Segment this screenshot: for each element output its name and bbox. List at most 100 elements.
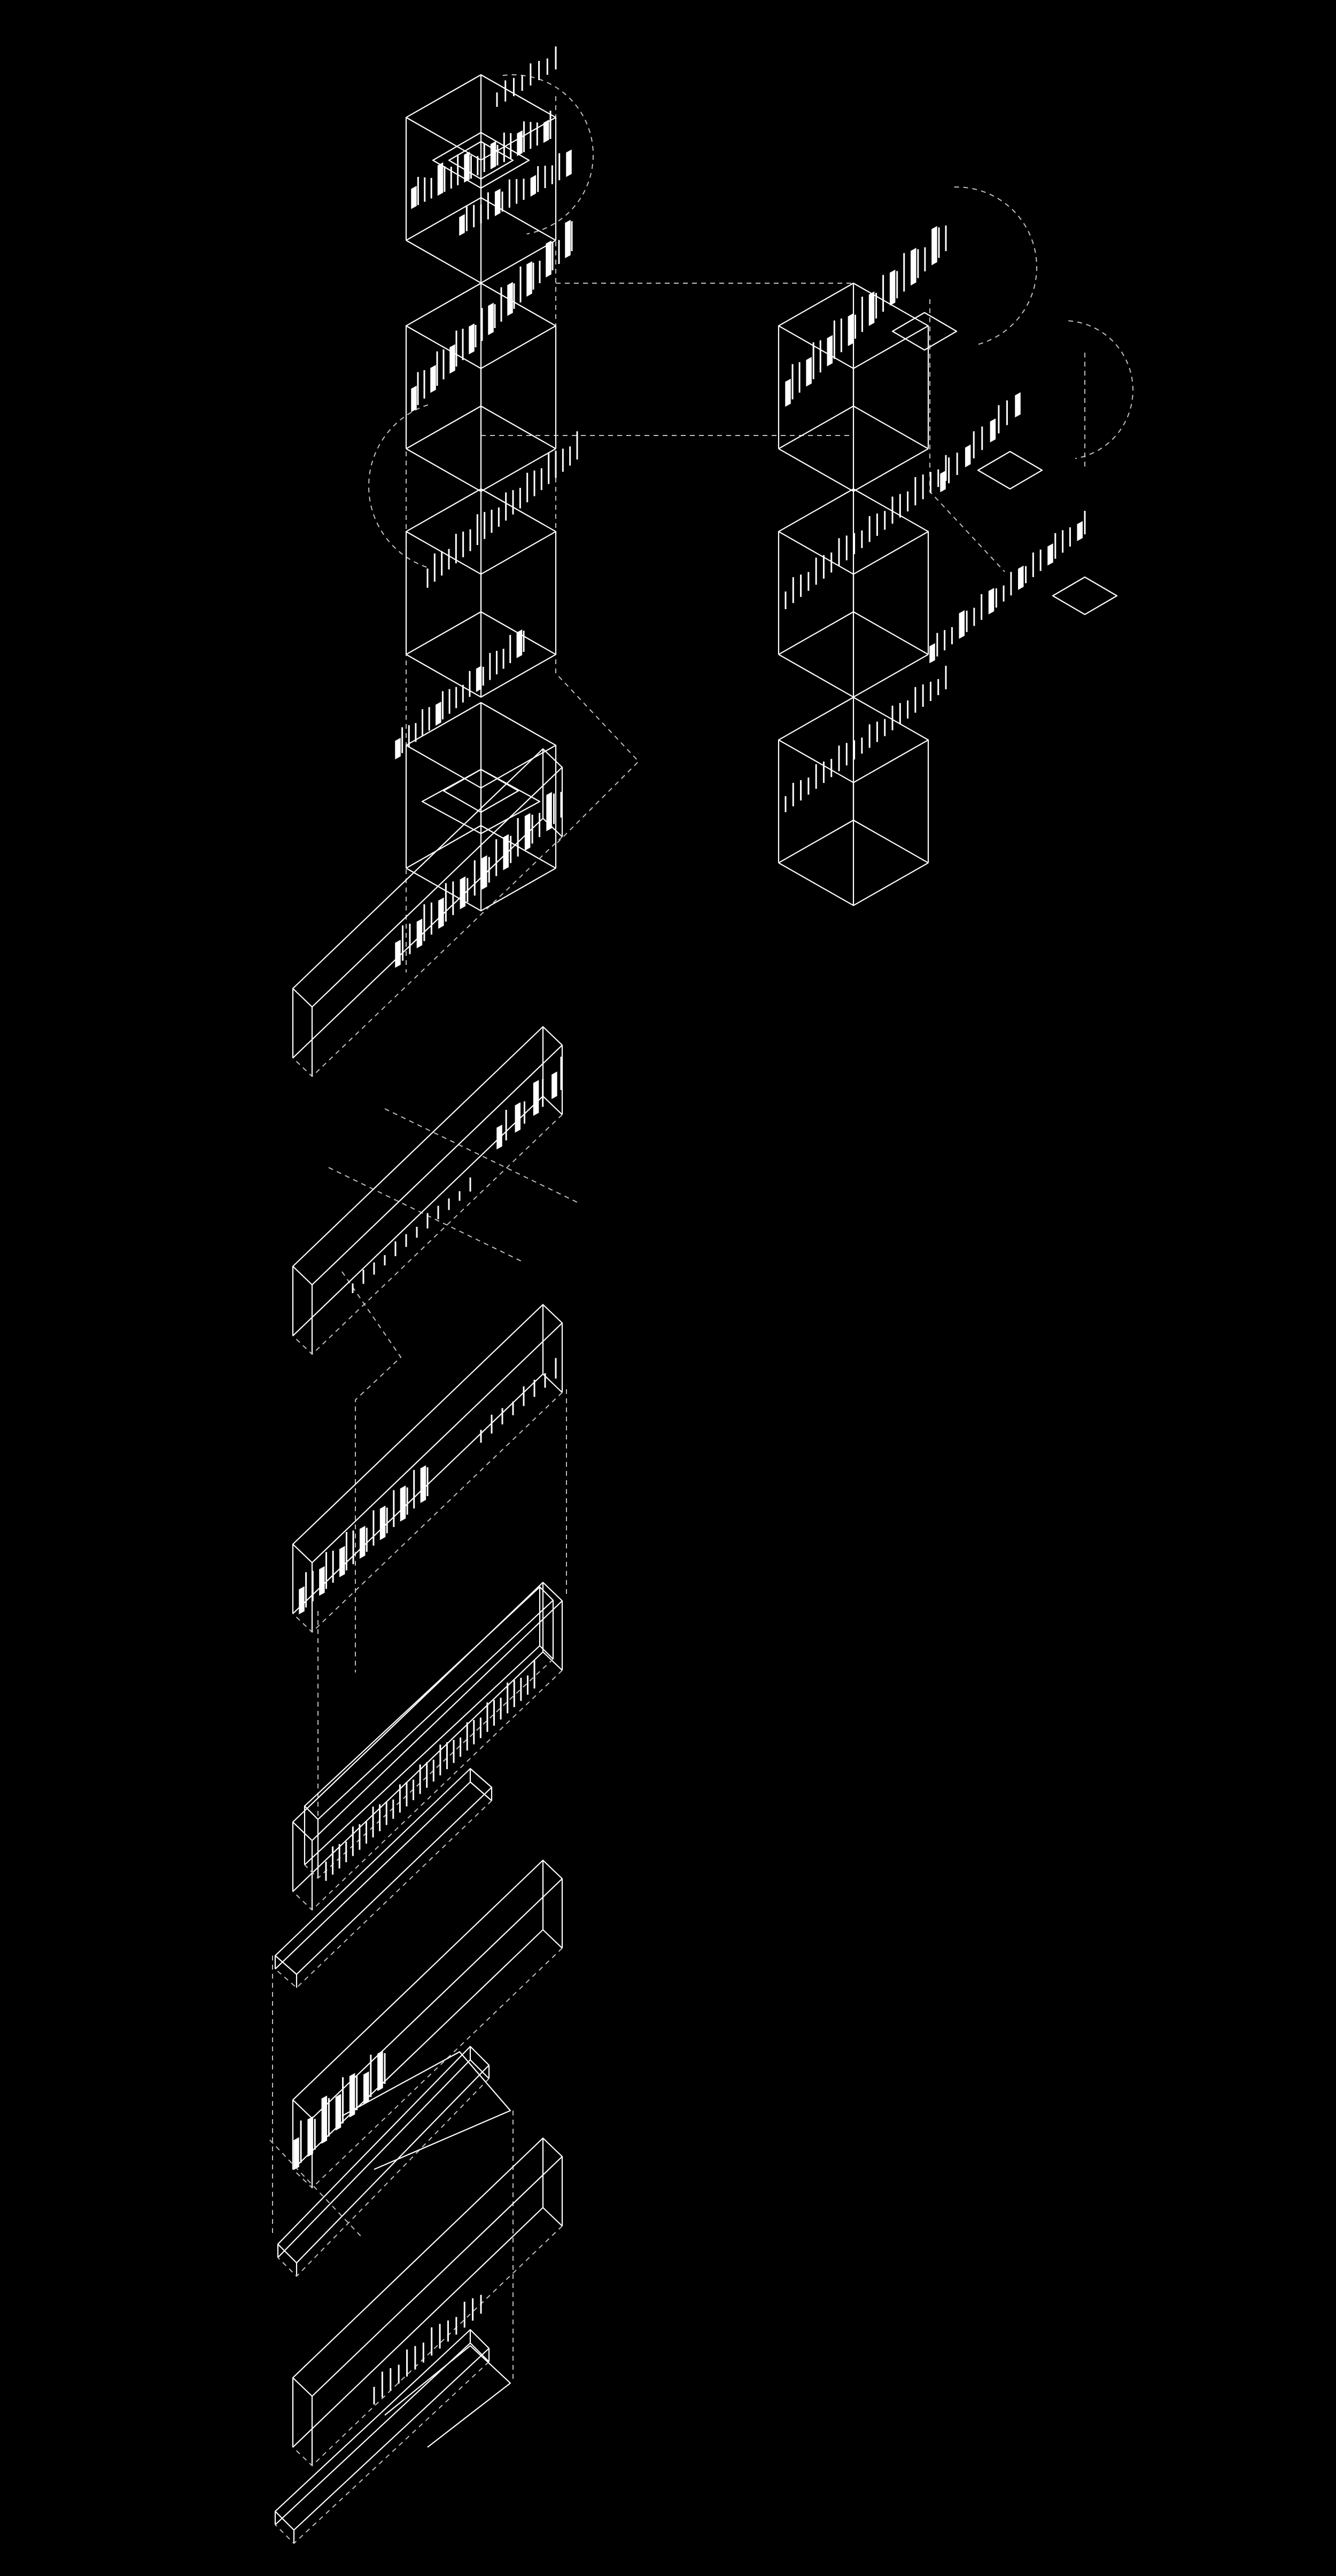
cube-1-swing-arc [502,74,594,235]
bar-5-bottom-hidden [292,1948,563,2189]
cube-3-lower-fins-fin-solid [516,629,523,658]
cube-3-swing-arc [368,404,429,568]
bar2-to-bar3-dashed [341,1271,402,1672]
cube-1-fins-lower-fin-solid [494,189,501,216]
cube-1-roof-fins [496,46,557,107]
bar-4-slab-bottom [275,1781,492,1970]
bar-6-slab [274,2329,490,2544]
cube-c-fins [784,666,947,812]
bar-1 [292,748,563,1077]
bar-2-fins [496,1056,562,1150]
bar-4-inner-channel [304,1586,554,1879]
cube-2-fins-fin-solid [488,302,494,336]
bar5-diagonal-dashed [269,2139,364,2239]
bar-5 [292,1859,563,2189]
cube-b-side-square [1052,576,1118,616]
bar-3-fins-fin-solid [359,1526,366,1559]
bar-4-bottom-hidden [292,1670,563,1911]
cube-1-fins-fin-solid [411,185,417,209]
bar-5-fins-fin-solid [321,2095,328,2144]
cube-3-lower-fins-fin-solid [476,665,482,692]
bar-6-bottom-hidden [292,2225,563,2466]
cube-1-fins-fin-solid [517,130,523,157]
cube-b-side-fins-fin-solid [929,643,935,664]
bar-6-fins [373,2294,482,2404]
cube-1-fins-lower-fin-solid [566,149,572,177]
cube-4-inner-void-outer [421,768,541,835]
bar-5-bottom [292,1929,563,2170]
cube-a-side-fins-fin-solid [940,470,946,493]
cube-a-fins-fin-solid [889,269,896,306]
bar-1-fins-fin-solid [524,813,531,851]
cube-2-fins-fin-solid [430,364,436,393]
cube-a-side-fins-fin-solid [990,418,996,442]
cube-b-side-fins-fin-solid [959,610,965,639]
cube-2-fins-fin-solid [411,385,417,413]
bar-1-fins-fin-solid [546,792,552,831]
cube-3-lower-fins-fin-solid [436,702,441,726]
bar-2-small-fins [352,1177,471,1293]
bar-5-slab-bottom [277,2059,490,2258]
bar-1-fins-fin-solid [481,855,487,890]
cube-a-fins-fin-solid [931,225,937,266]
cube-1-fins-fin-solid [490,141,496,169]
cube-1-fins-fin-solid [543,119,549,143]
cube-a-fins-fin-solid [827,335,833,367]
cube-2-fins-fin-solid [526,261,532,297]
bar-1-bottom [292,818,563,1059]
cube-2 [405,282,557,492]
cube-3-bottom-edge [406,653,556,698]
cube-1-fins-fin-solid [437,162,444,196]
cube-b-square-void [977,450,1043,490]
bar-3-bottom [292,1373,563,1614]
cube-b-swing-arc [1068,320,1133,460]
cube-1-fins-lower-fin-solid [459,214,465,236]
bar-4-fins [325,1660,535,1881]
bar-2-fins-fin-solid [533,1080,539,1116]
cube-2-fins-fin-solid [546,240,552,278]
bar-1-fins-fin-solid [503,834,509,870]
cube-b [778,488,929,698]
cube-a-fins-fin-solid [785,378,791,407]
cube-a-side-fins [940,392,1021,493]
cube-c-bottom-edge [778,862,929,906]
cube-b-side-fins-fin-solid [1047,543,1053,566]
bar-2-fins-fin-solid [496,1124,502,1150]
bar-2-bottom-hidden [292,1114,563,1355]
cube-4 [405,702,557,912]
cube-a-fins [785,225,947,407]
cube-1-fins-lower-fin-solid [530,175,537,197]
bar-3-upper-fins [480,1358,557,1443]
cube-b-side-fins-fin-solid [988,588,995,614]
bar-3-fins-fin-solid [299,1586,305,1615]
cube-2-fins-fin-solid [449,344,455,374]
bar-3-fins [299,1465,429,1615]
bar-5-slab [277,2045,490,2277]
bar-1-fins-fin-solid [395,939,401,968]
bar-4-inner-channel-bottom [304,1645,554,1865]
cube-b-side-fins [929,511,1086,664]
bar-1-fins-fin-solid [438,897,444,929]
left-spine-dashed [555,96,640,845]
cube-c [778,696,929,906]
cube-1-fins [411,111,552,209]
cube-a-side-fins-fin-solid [965,444,971,468]
cube-b-side-fins-fin-solid [1017,565,1024,590]
bar-6-slab-bottom [275,2342,490,2525]
cube-2-fins [411,220,573,413]
cube-b-fins [784,455,947,609]
cube-a-square-void [891,312,958,351]
cube-2-fins-fin-solid [565,220,571,259]
bar-5-fins-fin-solid [335,2094,341,2131]
bar-6-slab-bottom-hidden [275,2361,490,2544]
bar-5-stair-frame [341,2051,511,2170]
bar-5-fins-fin-solid [293,2137,299,2170]
bar-3-fins-fin-solid [420,1465,426,1503]
bar-5-fins-fin-solid [363,2071,369,2105]
cube-b-side-fins-fin-solid [1077,521,1083,541]
cube-a-side-fins-fin-solid [1015,392,1021,418]
bar-6-bottom [292,2207,563,2448]
cube-4-bottom-edge [406,867,556,912]
bar-5-fins-fin-solid [307,2116,313,2157]
